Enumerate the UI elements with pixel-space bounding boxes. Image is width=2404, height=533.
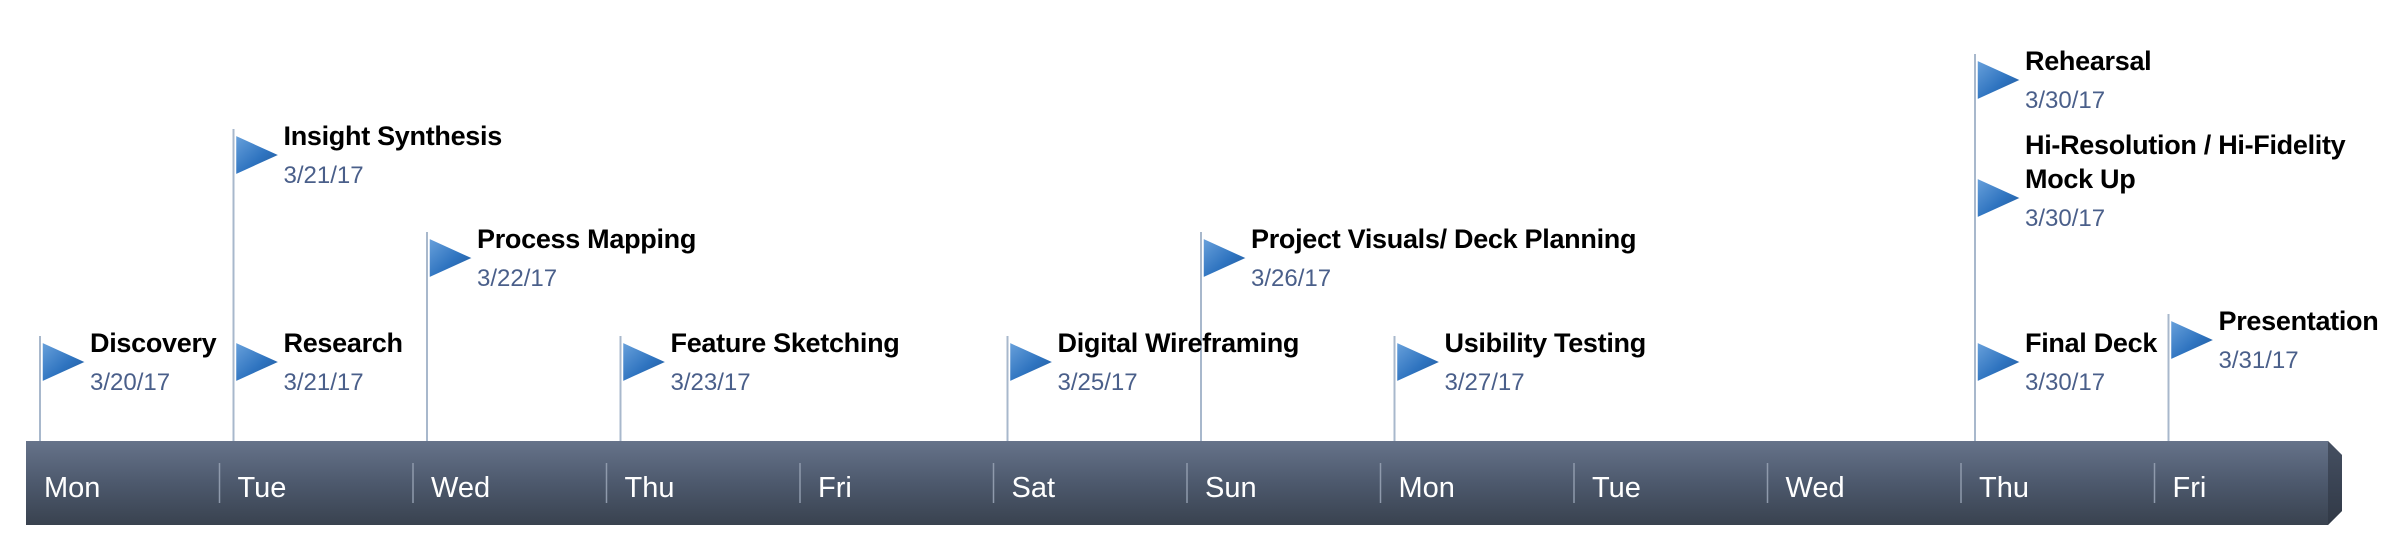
timeline-bar-bevel (2328, 441, 2342, 525)
day-label-mon: Mon (44, 472, 100, 504)
milestone: Project Visuals/ Deck Planning 3/26/17 (1202, 224, 1636, 292)
milestone-date: 3/27/17 (1445, 369, 1525, 396)
milestone-title: Final Deck (2025, 328, 2158, 358)
milestone-title: Hi-Resolution / Hi-Fidelity (2025, 130, 2346, 160)
milestone-date: 3/30/17 (2025, 205, 2105, 232)
day-axis: Mon Tue Wed Thu Fri Sat Sun Mon Tue Wed Thu Fri (44, 463, 2206, 504)
milestone-date: 3/23/17 (671, 369, 751, 396)
milestone-stems (39, 54, 2170, 441)
day-label-tue: Tue (1592, 472, 1641, 504)
flag-icon (1008, 340, 1056, 384)
flag-icon (1976, 58, 2023, 102)
flag-icon (2169, 318, 2217, 362)
milestone-date: 3/31/17 (2219, 347, 2299, 374)
milestone: Insight Synthesis 3/21/17 (234, 121, 502, 189)
milestone-title: Feature Sketching (671, 328, 900, 358)
flag-icon (621, 340, 669, 384)
day-label-thu: Thu (1979, 472, 2029, 504)
flag-icon (1976, 176, 2023, 220)
milestone-title: Project Visuals/ Deck Planning (1251, 224, 1636, 254)
milestone: Digital Wireframing 3/25/17 (1008, 328, 1300, 396)
day-label-tue: Tue (238, 472, 287, 504)
flag-icon (1976, 340, 2023, 384)
flag-icon (41, 340, 88, 384)
day-label-thu: Thu (625, 472, 675, 504)
milestone: Process Mapping 3/22/17 (428, 224, 696, 292)
flag-icon (1395, 340, 1443, 384)
milestone-title: Rehearsal (2025, 46, 2151, 76)
flag-icon (234, 340, 282, 384)
milestone-date: 3/21/17 (284, 369, 364, 396)
timeline-bar (26, 441, 2342, 525)
milestones: Discovery 3/20/17 Insight Synthesis 3/21/17… (41, 46, 2379, 396)
milestone: Feature Sketching 3/23/17 (621, 328, 900, 396)
day-label-sun: Sun (1205, 472, 1257, 504)
milestone: Final Deck 3/30/17 (1976, 328, 2159, 396)
milestone-date: 3/21/17 (284, 162, 364, 189)
milestone-date: 3/22/17 (477, 265, 557, 292)
milestone-title: Research (284, 328, 403, 358)
milestone-title: Process Mapping (477, 224, 696, 254)
flag-icon (428, 236, 475, 280)
milestone: Usibility Testing 3/27/17 (1395, 328, 1646, 396)
milestone-title: Insight Synthesis (284, 121, 502, 151)
day-label-wed: Wed (1786, 472, 1845, 504)
milestone-date: 3/26/17 (1251, 265, 1331, 292)
milestone-title: Usibility Testing (1445, 328, 1646, 358)
day-label-wed: Wed (431, 472, 490, 504)
milestone-date: 3/20/17 (90, 369, 170, 396)
milestone-title: Discovery (90, 328, 217, 358)
day-label-fri: Fri (2173, 472, 2207, 504)
milestone-title: Presentation (2219, 306, 2379, 336)
flag-icon (234, 133, 282, 177)
milestone-title: Digital Wireframing (1058, 328, 1300, 358)
milestone-date: 3/30/17 (2025, 369, 2105, 396)
milestone-title: Mock Up (2025, 164, 2135, 194)
milestone-date: 3/25/17 (1058, 369, 1138, 396)
milestone: Research 3/21/17 (234, 328, 403, 396)
day-label-fri: Fri (818, 472, 852, 504)
flag-icon (1202, 236, 1249, 280)
day-label-sat: Sat (1012, 472, 1056, 504)
day-label-mon: Mon (1399, 472, 1455, 504)
milestone-date: 3/30/17 (2025, 87, 2105, 114)
milestone: Rehearsal 3/30/17 (1976, 46, 2152, 114)
milestone: Discovery 3/20/17 (41, 328, 217, 396)
milestone: Presentation 3/31/17 (2169, 306, 2379, 374)
